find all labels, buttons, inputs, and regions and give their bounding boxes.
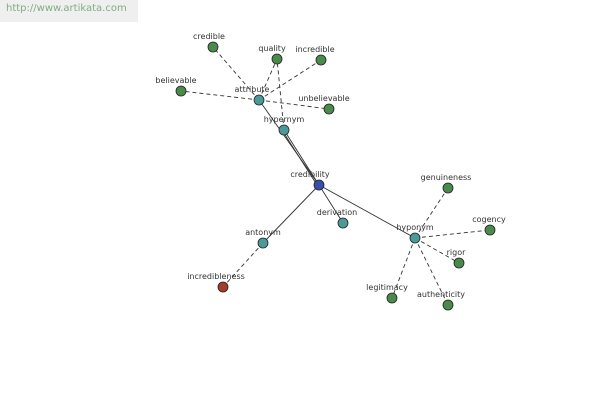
node-label-credibility: credibility: [290, 170, 330, 179]
node-unbelievable[interactable]: unbelievable: [298, 94, 350, 115]
node-label-rigor: rigor: [447, 248, 466, 257]
node-circle-rigor[interactable]: [453, 257, 465, 269]
edge-hyponym-to-genuineness: [414, 187, 449, 239]
node-circle-quality[interactable]: [271, 53, 283, 65]
node-rigor[interactable]: rigor: [447, 248, 466, 269]
edge-attribute-to-credible: [212, 46, 260, 101]
edge-hypernym-to-quality: [276, 58, 285, 131]
node-believable[interactable]: believable: [155, 76, 197, 97]
node-label-hyponym: hyponym: [396, 223, 434, 232]
node-label-credible: credible: [193, 32, 225, 41]
node-cogency[interactable]: cogency: [472, 215, 506, 236]
edge-credibility-to-hypernym-secondary: [281, 129, 318, 186]
edge-attribute-to-unbelievable: [258, 99, 330, 110]
node-circle-hyponym[interactable]: [409, 232, 421, 244]
node-label-believable: believable: [155, 76, 196, 85]
edge-credibility-to-hyponym: [318, 184, 416, 239]
edge-hyponym-to-cogency: [414, 229, 491, 239]
node-antonym[interactable]: antonym: [245, 228, 281, 249]
node-circle-antonym[interactable]: [257, 237, 269, 249]
edge-antonym-to-incredibleness: [222, 242, 264, 288]
node-label-incredibleness: incredibleness: [187, 272, 245, 281]
edge-attribute-to-incredible: [258, 59, 322, 101]
node-circle-unbelievable[interactable]: [323, 103, 335, 115]
edge-attribute-to-believable: [180, 90, 260, 101]
edge-credibility-to-attribute: [258, 99, 320, 186]
edge-attribute-to-quality: [258, 58, 278, 101]
node-circle-believable[interactable]: [175, 85, 187, 97]
node-circle-attribute[interactable]: [253, 94, 265, 106]
node-label-quality: quality: [258, 44, 286, 53]
node-circle-legitimacy[interactable]: [386, 292, 398, 304]
node-authenticity[interactable]: authenticity: [417, 290, 465, 311]
node-label-authenticity: authenticity: [417, 290, 465, 299]
watermark-url-link[interactable]: http://www.artikata.com: [0, 0, 138, 22]
node-credibility[interactable]: credibility: [290, 170, 330, 191]
edge-hyponym-to-legitimacy: [391, 237, 416, 299]
node-circle-genuineness[interactable]: [442, 182, 454, 194]
edge-hyponym-to-authenticity: [414, 237, 449, 306]
node-genuineness[interactable]: genuineness: [421, 173, 472, 194]
node-circle-incredible[interactable]: [315, 54, 327, 66]
node-attribute[interactable]: attribute: [235, 85, 270, 106]
node-circle-incredibleness[interactable]: [217, 281, 229, 293]
node-circle-authenticity[interactable]: [442, 299, 454, 311]
node-incredibleness[interactable]: incredibleness: [187, 272, 245, 293]
node-legitimacy[interactable]: legitimacy: [366, 283, 408, 304]
node-label-incredible: incredible: [295, 45, 334, 54]
node-label-genuineness: genuineness: [421, 173, 472, 182]
edges-layer: [180, 46, 491, 306]
node-incredible[interactable]: incredible: [295, 45, 335, 66]
node-circle-cogency[interactable]: [484, 224, 496, 236]
node-circle-hypernym[interactable]: [278, 124, 290, 136]
node-derivation[interactable]: derivation: [317, 208, 357, 229]
edge-hyponym-to-rigor: [414, 237, 460, 264]
edge-credibility-to-hypernym: [283, 129, 320, 186]
node-label-cogency: cogency: [472, 215, 506, 224]
node-circle-derivation[interactable]: [337, 217, 349, 229]
node-label-derivation: derivation: [317, 208, 357, 217]
nodes-layer: attribute hypernym derivation antonym hypony…: [155, 32, 506, 311]
node-label-hypernym: hypernym: [264, 115, 305, 124]
node-hypernym[interactable]: hypernym: [264, 115, 305, 136]
node-circle-credibility[interactable]: [313, 179, 325, 191]
node-circle-credible[interactable]: [207, 41, 219, 53]
edge-credibility-to-derivation: [318, 184, 344, 224]
node-label-unbelievable: unbelievable: [298, 94, 349, 103]
node-quality[interactable]: quality: [258, 44, 286, 65]
node-hyponym[interactable]: hyponym: [396, 223, 434, 244]
node-label-attribute: attribute: [235, 85, 270, 94]
node-credible[interactable]: credible: [193, 32, 225, 53]
node-label-legitimacy: legitimacy: [366, 283, 408, 292]
node-label-antonym: antonym: [245, 228, 281, 237]
edge-credibility-to-antonym: [262, 184, 320, 244]
